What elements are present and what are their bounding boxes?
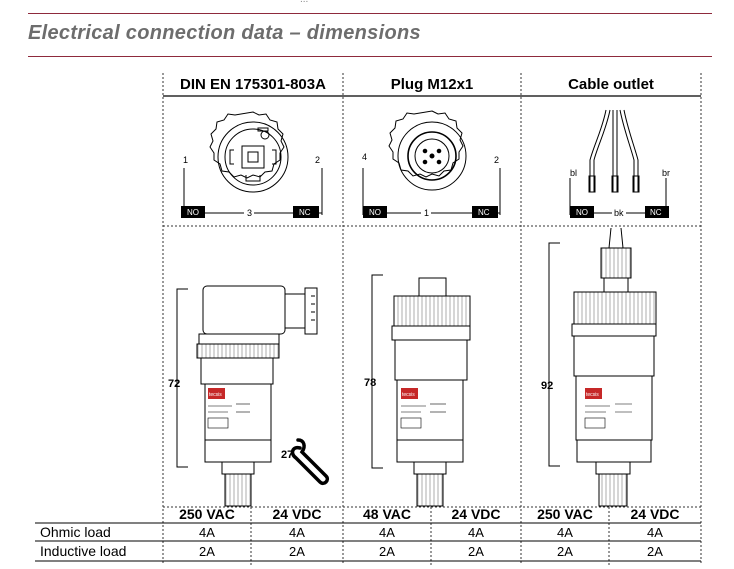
din-no-box [181,206,205,218]
rating-din-vac: 250 VAC [179,506,235,522]
cable-wire-br: br [662,168,670,178]
ohmic-cell-1: 4A [199,525,215,540]
din-pin-3: 3 [247,208,252,218]
cable-nc-box [645,206,669,218]
m12-pin-1: 1 [424,208,429,218]
ohmic-cell-6: 4A [647,525,663,540]
m12-sensor-drawing [371,274,471,507]
cable-wires [569,109,667,215]
section-rule [28,56,712,57]
rating-cable-vac: 250 VAC [537,506,593,522]
m12-no-box [363,206,387,218]
row-label-ohmic: Ohmic load [40,524,111,540]
row-label-inductive: Inductive load [40,543,126,559]
cable-brand-label: tecsis [586,392,599,398]
rating-cable-vdc: 24 VDC [630,506,679,522]
din-wrench-size: 27 [281,449,293,461]
m12-pin-4: 4 [362,152,367,162]
din-nc-box [293,206,319,218]
inductive-cell-4: 2A [468,544,484,559]
inductive-cell-5: 2A [557,544,573,559]
inductive-cell-2: 2A [289,544,305,559]
column-header-din: DIN EN 175301-803A [180,76,326,93]
cable-dimension: 92 [541,380,553,392]
m12-no-label: NO [369,208,381,217]
rating-m12-vdc: 24 VDC [451,506,500,522]
ohmic-cell-3: 4A [379,525,395,540]
m12-brand-badge [401,388,418,399]
cable-wire-bk: bk [614,208,624,218]
m12-pin-2: 2 [494,155,499,165]
ohmic-cell-2: 4A [289,525,305,540]
cable-brand-badge [585,388,602,399]
wrench-icon [290,438,330,486]
din-brand-badge [208,388,225,399]
top-rule [28,13,712,14]
cable-label-text-lines [584,403,632,429]
inductive-cell-6: 2A [647,544,663,559]
cable-nc-label: NC [650,208,662,217]
ohmic-cell-4: 4A [468,525,484,540]
inductive-cell-3: 2A [379,544,395,559]
column-header-m12: Plug M12x1 [391,76,474,93]
m12-nc-label: NC [478,208,490,217]
ohmic-cell-5: 4A [557,525,573,540]
din-brand-label: tecsis [209,392,222,398]
top-header-fragment: ... [300,0,308,5]
m12-connector-face [362,110,501,215]
rating-din-vdc: 24 VDC [272,506,321,522]
m12-brand-label: tecsis [402,392,415,398]
din-sensor-drawing [176,285,318,507]
cable-no-label: NO [576,208,588,217]
cable-sensor-drawing [548,227,657,507]
m12-dimension: 78 [364,377,376,389]
din-label-text-lines [207,403,250,429]
inductive-cell-1: 2A [199,544,215,559]
din-connector-face [183,111,323,215]
din-dimension: 72 [168,378,180,390]
m12-nc-box [472,206,498,218]
din-no-label: NO [187,208,199,217]
m12-label-text-lines [400,403,446,429]
din-pin-1: 1 [183,155,188,165]
din-pin-2: 2 [315,155,320,165]
din-nc-label: NC [299,208,311,217]
grid-lines [35,73,702,565]
rating-m12-vac: 48 VAC [363,506,411,522]
cable-wire-bl: bl [570,168,577,178]
column-header-cable: Cable outlet [568,76,654,93]
cable-no-box [570,206,594,218]
section-title: Electrical connection data – dimensions [28,22,421,44]
